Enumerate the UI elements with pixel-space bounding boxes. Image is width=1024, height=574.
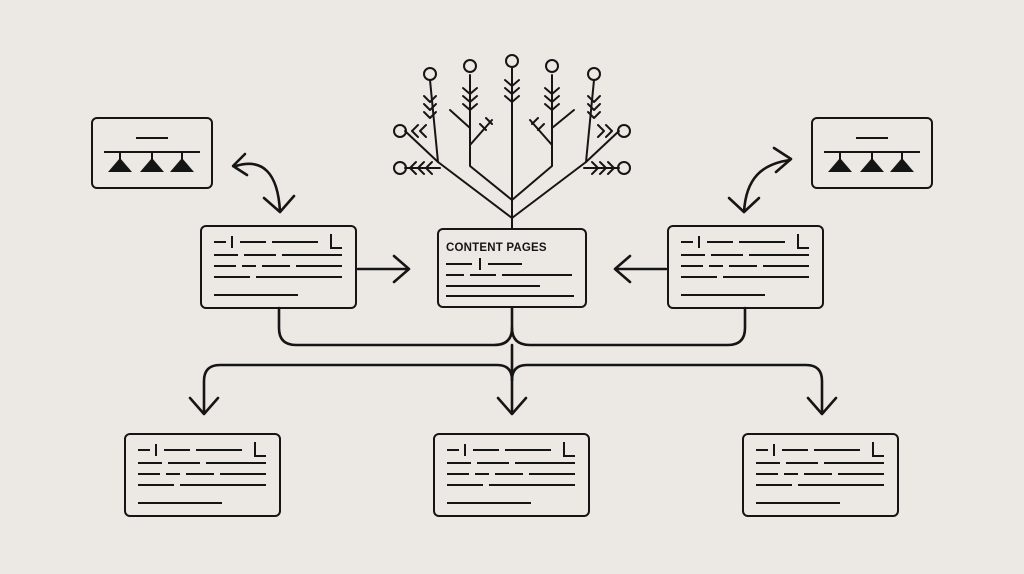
hierarchy-card-right (811, 117, 933, 189)
curved-arrow-right (727, 146, 793, 214)
text-card-middle-right (667, 225, 824, 309)
placeholder-text-lines (138, 442, 266, 504)
content-pages-card: CONTENT PAGES (437, 228, 587, 308)
content-pages-title: CONTENT PAGES (446, 242, 547, 254)
placeholder-text-lines (756, 442, 884, 504)
hierarchy-triangles-icon (824, 137, 920, 172)
text-card-bottom-right (742, 433, 899, 517)
merge-connector (277, 306, 747, 347)
placeholder-text-lines (681, 234, 809, 296)
hierarchy-card-left (91, 117, 213, 189)
placeholder-text-lines (446, 258, 574, 297)
hierarchy-triangles-icon (104, 137, 200, 172)
text-card-middle-left (200, 225, 357, 309)
text-card-bottom-center (433, 433, 590, 517)
branching-tree-icon (393, 54, 631, 229)
distribution-connector (188, 343, 838, 416)
placeholder-text-lines (447, 442, 575, 504)
curved-arrow-left (231, 152, 296, 214)
text-card-bottom-left (124, 433, 281, 517)
arrow-right-to-center (613, 254, 668, 284)
placeholder-text-lines (214, 234, 342, 296)
arrow-left-to-center (356, 254, 411, 284)
